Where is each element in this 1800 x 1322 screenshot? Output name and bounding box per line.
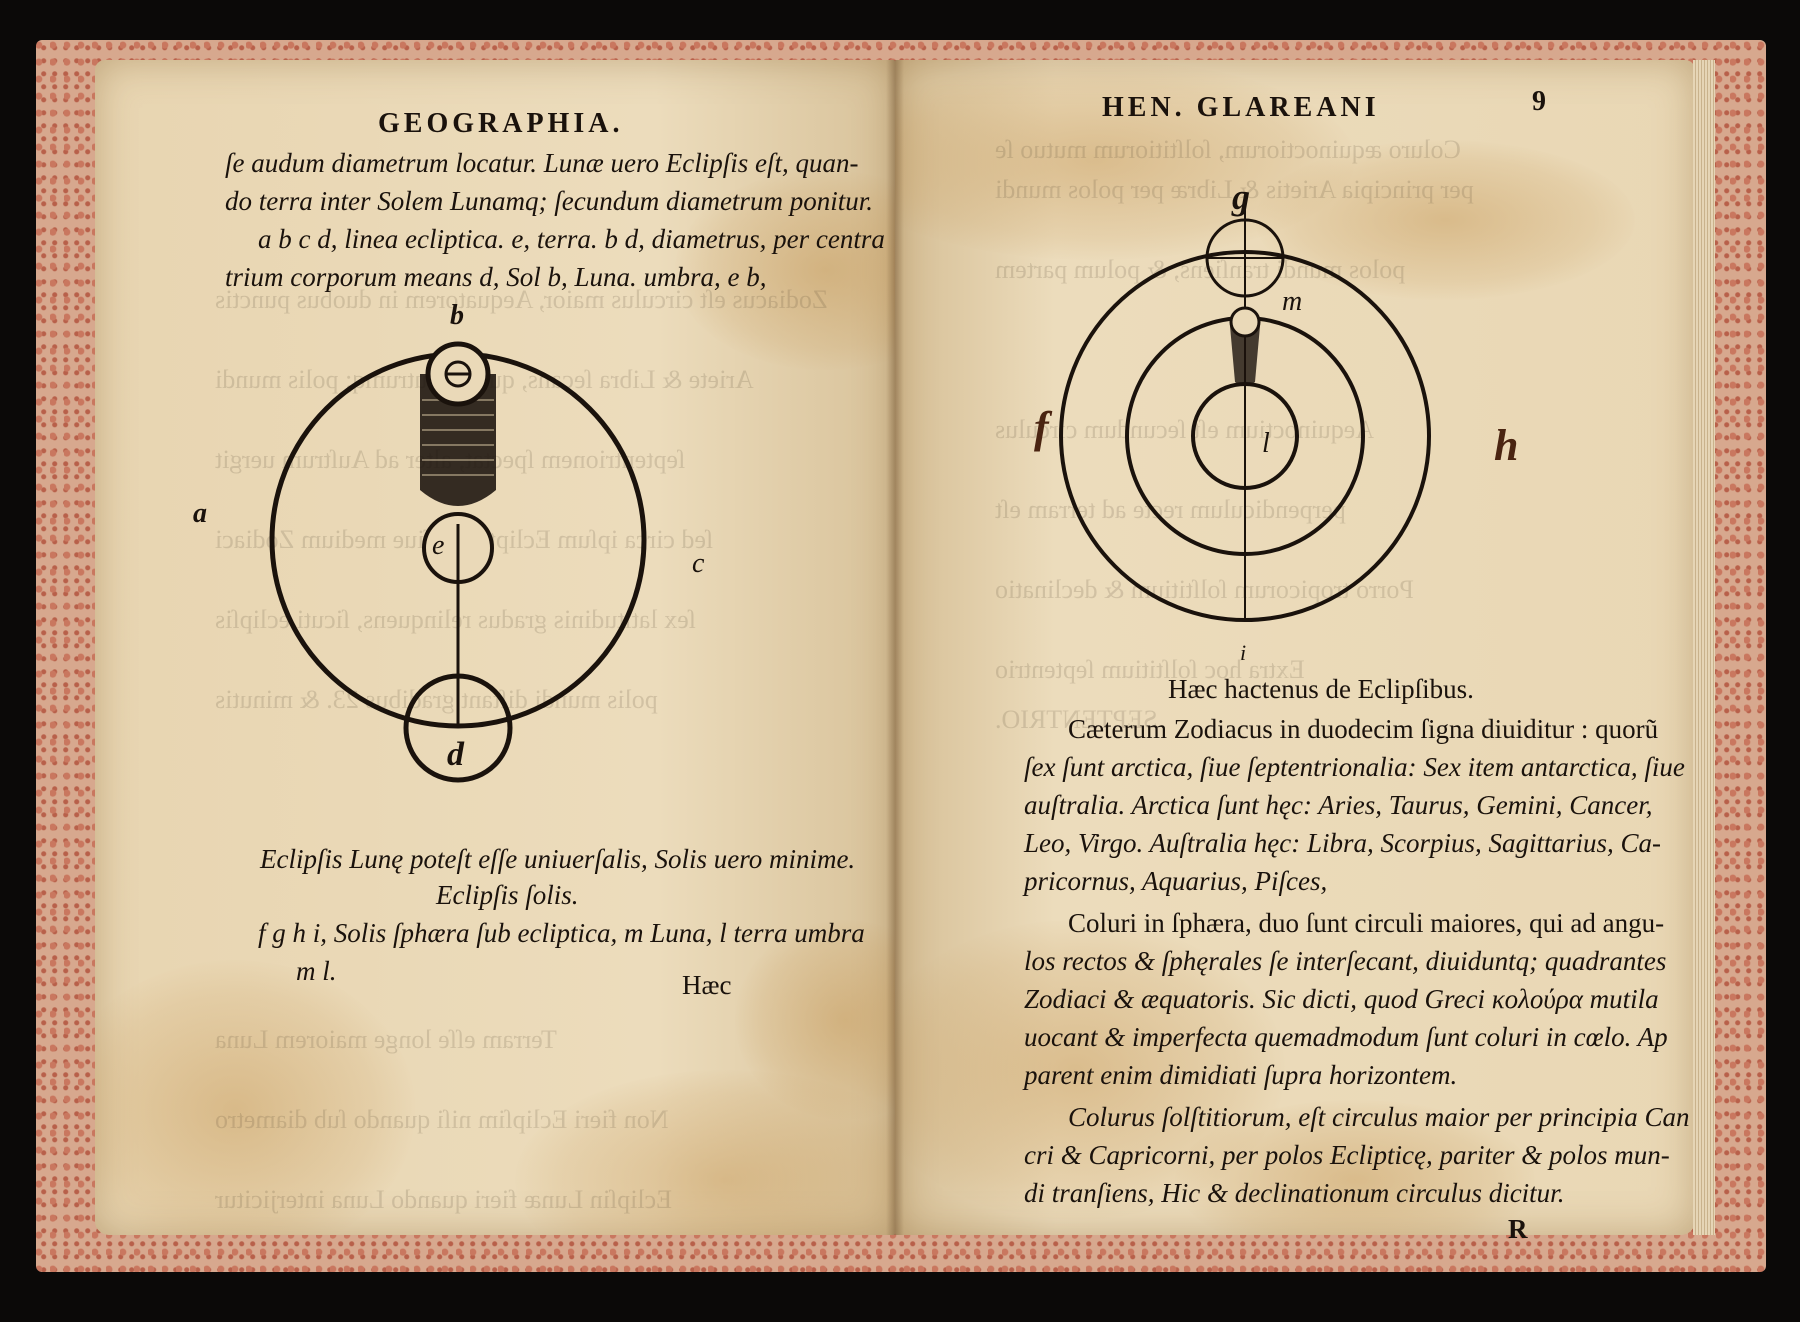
running-head-left: GEOGRAPHIA.: [378, 108, 624, 139]
caption-line: m l.: [296, 956, 337, 986]
caption-line: Eclipſis ſolis.: [436, 880, 579, 910]
body-line: cri & Capricorni, per polos Eclipticę, p…: [1024, 1140, 1670, 1170]
figure-label-l: l: [1262, 428, 1270, 459]
book-gutter: [886, 60, 904, 1235]
figure-label-c: c: [692, 548, 705, 579]
figure-label-a: a: [193, 498, 207, 529]
signature-mark: R: [1508, 1214, 1528, 1244]
body-line: pricornus, Aquarius, Piſces,: [1024, 866, 1328, 896]
body-line: Leo, Virgo. Auſtralia hęc: Libra, Scorpi…: [1024, 828, 1662, 858]
figure-label-d: d: [447, 736, 464, 773]
solar-eclipse-diagram: [1059, 206, 1431, 622]
body-line: Cæterum Zodiacus in duodecim ſigna diuid…: [1068, 714, 1659, 744]
body-line: Coluri in ſphæra, duo ſunt circuli maior…: [1068, 908, 1665, 938]
body-line: Colurus ſolſtitiorum, eſt circulus maior…: [1068, 1102, 1690, 1132]
caption-line: f g h i, Solis ſphæra ſub ecliptica, m L…: [258, 918, 865, 948]
text-line: do terra inter Solem Lunamq; ſecundum di…: [225, 186, 873, 216]
lunar-eclipse-diagram: [269, 341, 647, 783]
caption-line: Eclipſis Lunę poteſt eſſe uniuerſalis, S…: [260, 844, 856, 874]
body-line: ſex ſunt arctica, ſiue ſeptentrionalia: …: [1024, 752, 1685, 782]
text-line: ſe audum diametrum locatur. Lunæ uero Ec…: [225, 148, 859, 178]
body-line: uocant & imperfecta quemadmodum ſunt col…: [1024, 1022, 1668, 1052]
text-line: trium corporum means d, Sol b, Luna. umb…: [225, 262, 767, 292]
figure-label-g: g: [1232, 177, 1250, 217]
catchword-left: Hæc: [682, 970, 732, 1000]
body-line: auſtralia. Arctica ſunt hęc: Aries, Taur…: [1024, 790, 1653, 820]
figure-label-h: h: [1494, 421, 1519, 470]
figure-label-e: e: [432, 530, 445, 561]
text-line: a b c d, linea ecliptica. e, terra. b d,…: [258, 224, 885, 254]
figure-label-m: m: [1282, 286, 1303, 317]
page-edges: [1693, 60, 1715, 1235]
body-line: di tranſiens, Hic & declinationum circul…: [1024, 1178, 1565, 1208]
right-page: Coluro æquinoctiorum, ſolſtitiorum mutuo…: [895, 60, 1695, 1235]
left-page: Zodiacus eſt circulus maior, Aequatorem …: [95, 60, 895, 1235]
body-line: los rectos & ſphęrales ſe interſecant, d…: [1024, 946, 1667, 976]
page-number: 9: [1532, 86, 1546, 117]
figure-label-i: i: [1240, 640, 1247, 665]
section-heading: Hæc hactenus de Eclipſibus.: [1168, 674, 1474, 704]
running-head-right: HEN. GLAREANI: [1102, 92, 1380, 123]
figure-label-b: b: [450, 300, 464, 331]
figure-label-f: f: [1034, 403, 1049, 452]
body-line: parent enim dimidiati ſupra horizontem.: [1024, 1060, 1458, 1090]
body-line: Zodiaci & æquatoris. Sic dicti, quod Gre…: [1024, 984, 1659, 1014]
